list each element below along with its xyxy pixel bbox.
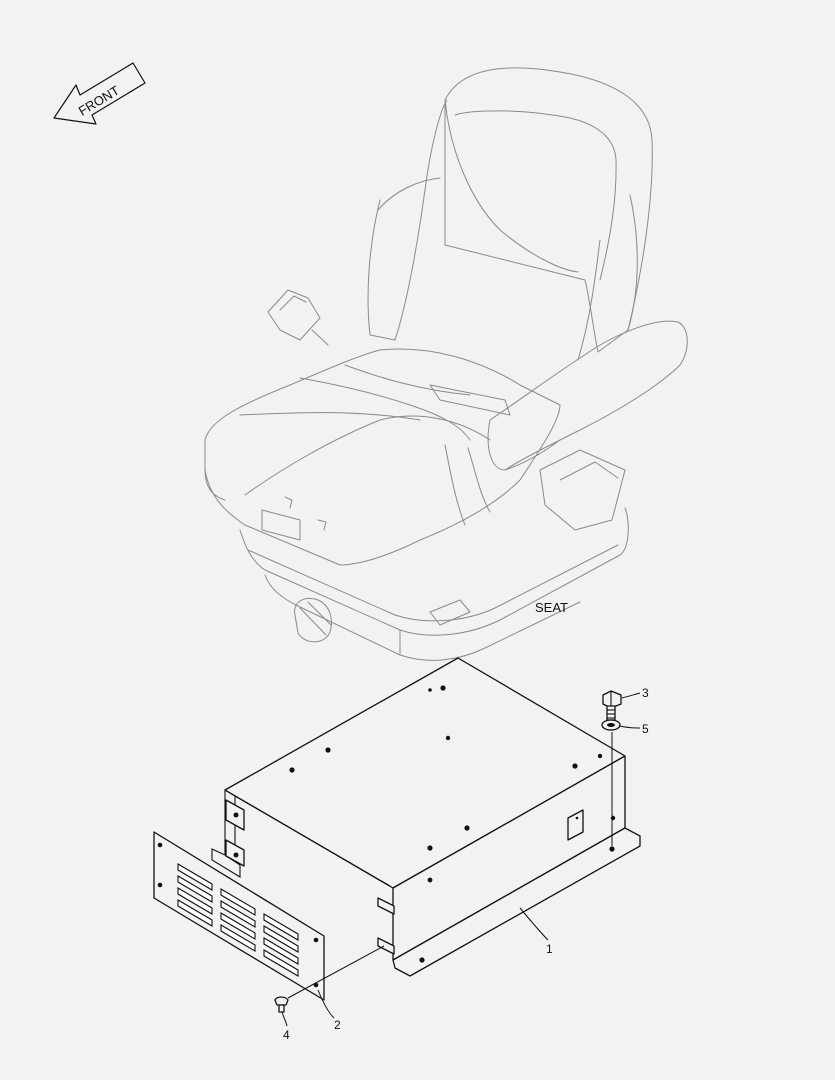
- cover-plate-part-2: [153, 831, 325, 1001]
- screw-part-4-icon: [274, 996, 289, 1013]
- seat-assembly: [204, 67, 688, 661]
- callout-2-label: 2: [334, 1018, 341, 1032]
- seat-stand-part-1: [211, 657, 641, 977]
- callout-4: 4: [281, 1011, 290, 1042]
- callout-1-label: 1: [546, 942, 553, 956]
- callout-5: 5: [619, 722, 649, 736]
- callout-2: 2: [317, 989, 341, 1032]
- callout-1: 1: [519, 907, 553, 956]
- screw-alignment-line: [287, 945, 385, 999]
- bolt-part-3-icon: [602, 690, 622, 721]
- seat-label: SEAT: [535, 600, 568, 615]
- callout-4-label: 4: [283, 1028, 290, 1042]
- callout-3-label: 3: [642, 686, 649, 700]
- front-arrow-icon: FRONT: [53, 62, 146, 125]
- callout-3: 3: [621, 686, 649, 700]
- callout-5-label: 5: [642, 722, 649, 736]
- washer-part-5-icon: [601, 719, 621, 731]
